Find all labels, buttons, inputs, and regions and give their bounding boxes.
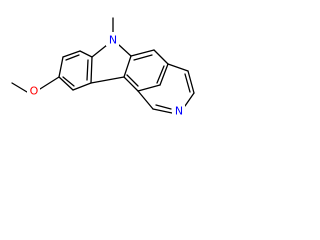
bond-double-c13-c14: [184, 73, 191, 93]
pyridine-nitrogen-label: N: [175, 105, 183, 118]
structure-canvas: N N O: [0, 0, 219, 135]
bond-n-c7: [118, 44, 132, 57]
chemical-structure-diagram: N N O: [11, 17, 195, 118]
methoxy-oxygen-atom: O: [27, 84, 40, 98]
bond-double-c6-c1: [86, 59, 89, 81]
indole-nitrogen-atom: N: [106, 32, 119, 47]
bond-c7-c9: [130, 49, 155, 57]
bond-c6-c1: [90, 56, 93, 84]
bond-o-methyl: [11, 82, 28, 93]
bond-c15-c12: [137, 90, 154, 110]
bond-double-c7-c9: [133, 54, 153, 61]
pyridine-nitrogen-atom: N: [172, 103, 185, 118]
bond-c12-c8: [123, 76, 139, 92]
indole-nitrogen-label: N: [109, 34, 117, 47]
bond-c14-n2: [184, 92, 195, 107]
bond-c7-c8: [123, 55, 132, 78]
bond-double-c12-c8: [126, 74, 139, 87]
bond-double-c2-c3: [65, 54, 80, 61]
bond-c2-c3: [62, 50, 81, 58]
bond-double-n2-c15: [155, 104, 172, 110]
bond-c5-c6: [72, 82, 92, 91]
bond-c10-c13: [167, 63, 189, 72]
bond-c1-c2: [79, 50, 93, 58]
bond-c1-n: [91, 44, 108, 58]
bond-c13-c14: [187, 70, 195, 94]
methoxy-oxygen-label: O: [30, 85, 39, 98]
bond-c4-o: [39, 76, 60, 90]
bond-n2-c15: [152, 108, 173, 114]
bond-c11-c12: [137, 84, 161, 92]
bond-c10-c11: [159, 63, 169, 86]
bond-c9-c10: [153, 49, 169, 65]
bond-c8-c6: [90, 76, 125, 84]
bond-c4-c5: [58, 76, 74, 91]
bond-double-c4-c5: [62, 76, 75, 87]
bond-c3-c4: [58, 56, 64, 78]
bond-double-c10-c11: [156, 65, 165, 84]
